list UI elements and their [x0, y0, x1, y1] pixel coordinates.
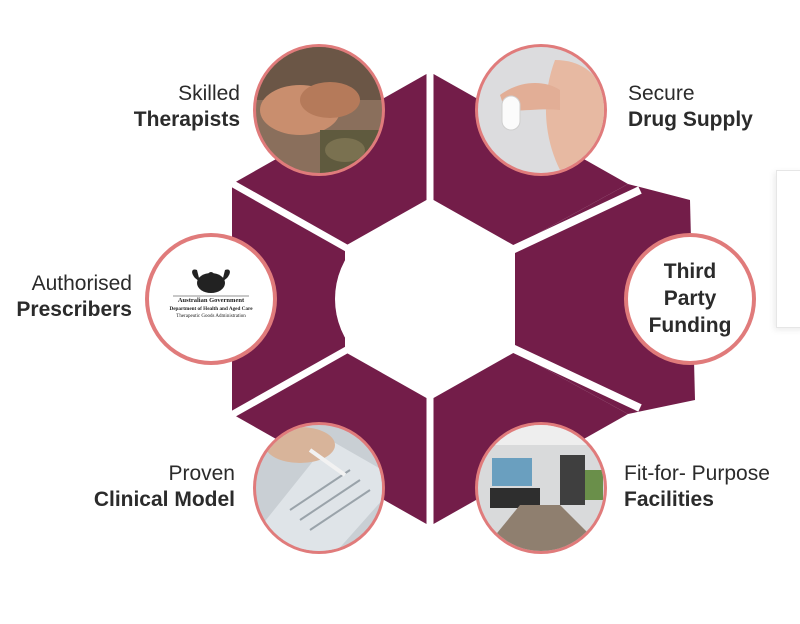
label-line1: Secure — [628, 82, 695, 105]
label-prescribers: Authorised Prescribers — [4, 271, 132, 323]
label-line1: Third — [663, 260, 717, 283]
side-panel-edge — [776, 170, 800, 328]
logo-line1: Australian Government — [178, 297, 245, 304]
label-line3: Funding — [648, 314, 732, 337]
label-clinical-model: Proven Clinical Model — [60, 461, 235, 513]
segment-funding — [515, 184, 695, 414]
label-line1: Authorised — [31, 272, 132, 295]
drug-supply-photo — [475, 44, 607, 176]
label-line2: Facilities — [624, 488, 714, 511]
label-line2: Therapists — [133, 108, 240, 131]
therapists-photo — [253, 44, 385, 176]
label-funding: Third Party Funding — [626, 258, 754, 339]
label-drug-supply: Secure Drug Supply — [628, 81, 798, 133]
label-therapists: Skilled Therapists — [100, 81, 240, 133]
label-line2: Drug Supply — [628, 108, 753, 131]
label-line1: Fit-for- Purpose — [624, 462, 770, 485]
label-line2: Party — [663, 287, 717, 310]
segment-prescribers — [232, 184, 345, 414]
funding-circle — [624, 233, 756, 365]
divider — [510, 186, 642, 254]
divider — [510, 344, 642, 412]
label-line2: Clinical Model — [93, 488, 235, 511]
label-facilities: Fit-for- Purpose Facilities — [624, 461, 800, 513]
coat-of-arms-icon — [192, 269, 230, 293]
center-hole — [335, 219, 495, 379]
clinical-model-photo — [253, 422, 385, 554]
divider — [224, 344, 352, 422]
label-line2: Prescribers — [16, 298, 132, 321]
logo-line3: Therapeutic Goods Administration — [176, 314, 246, 319]
prescribers-logo-circle: Australian Government Department of Heal… — [145, 233, 277, 365]
label-line1: Proven — [168, 462, 235, 485]
logo-line2: Department of Health and Aged Care — [169, 306, 253, 312]
facilities-photo — [475, 422, 607, 554]
divider — [224, 176, 352, 254]
label-line1: Skilled — [178, 82, 240, 105]
